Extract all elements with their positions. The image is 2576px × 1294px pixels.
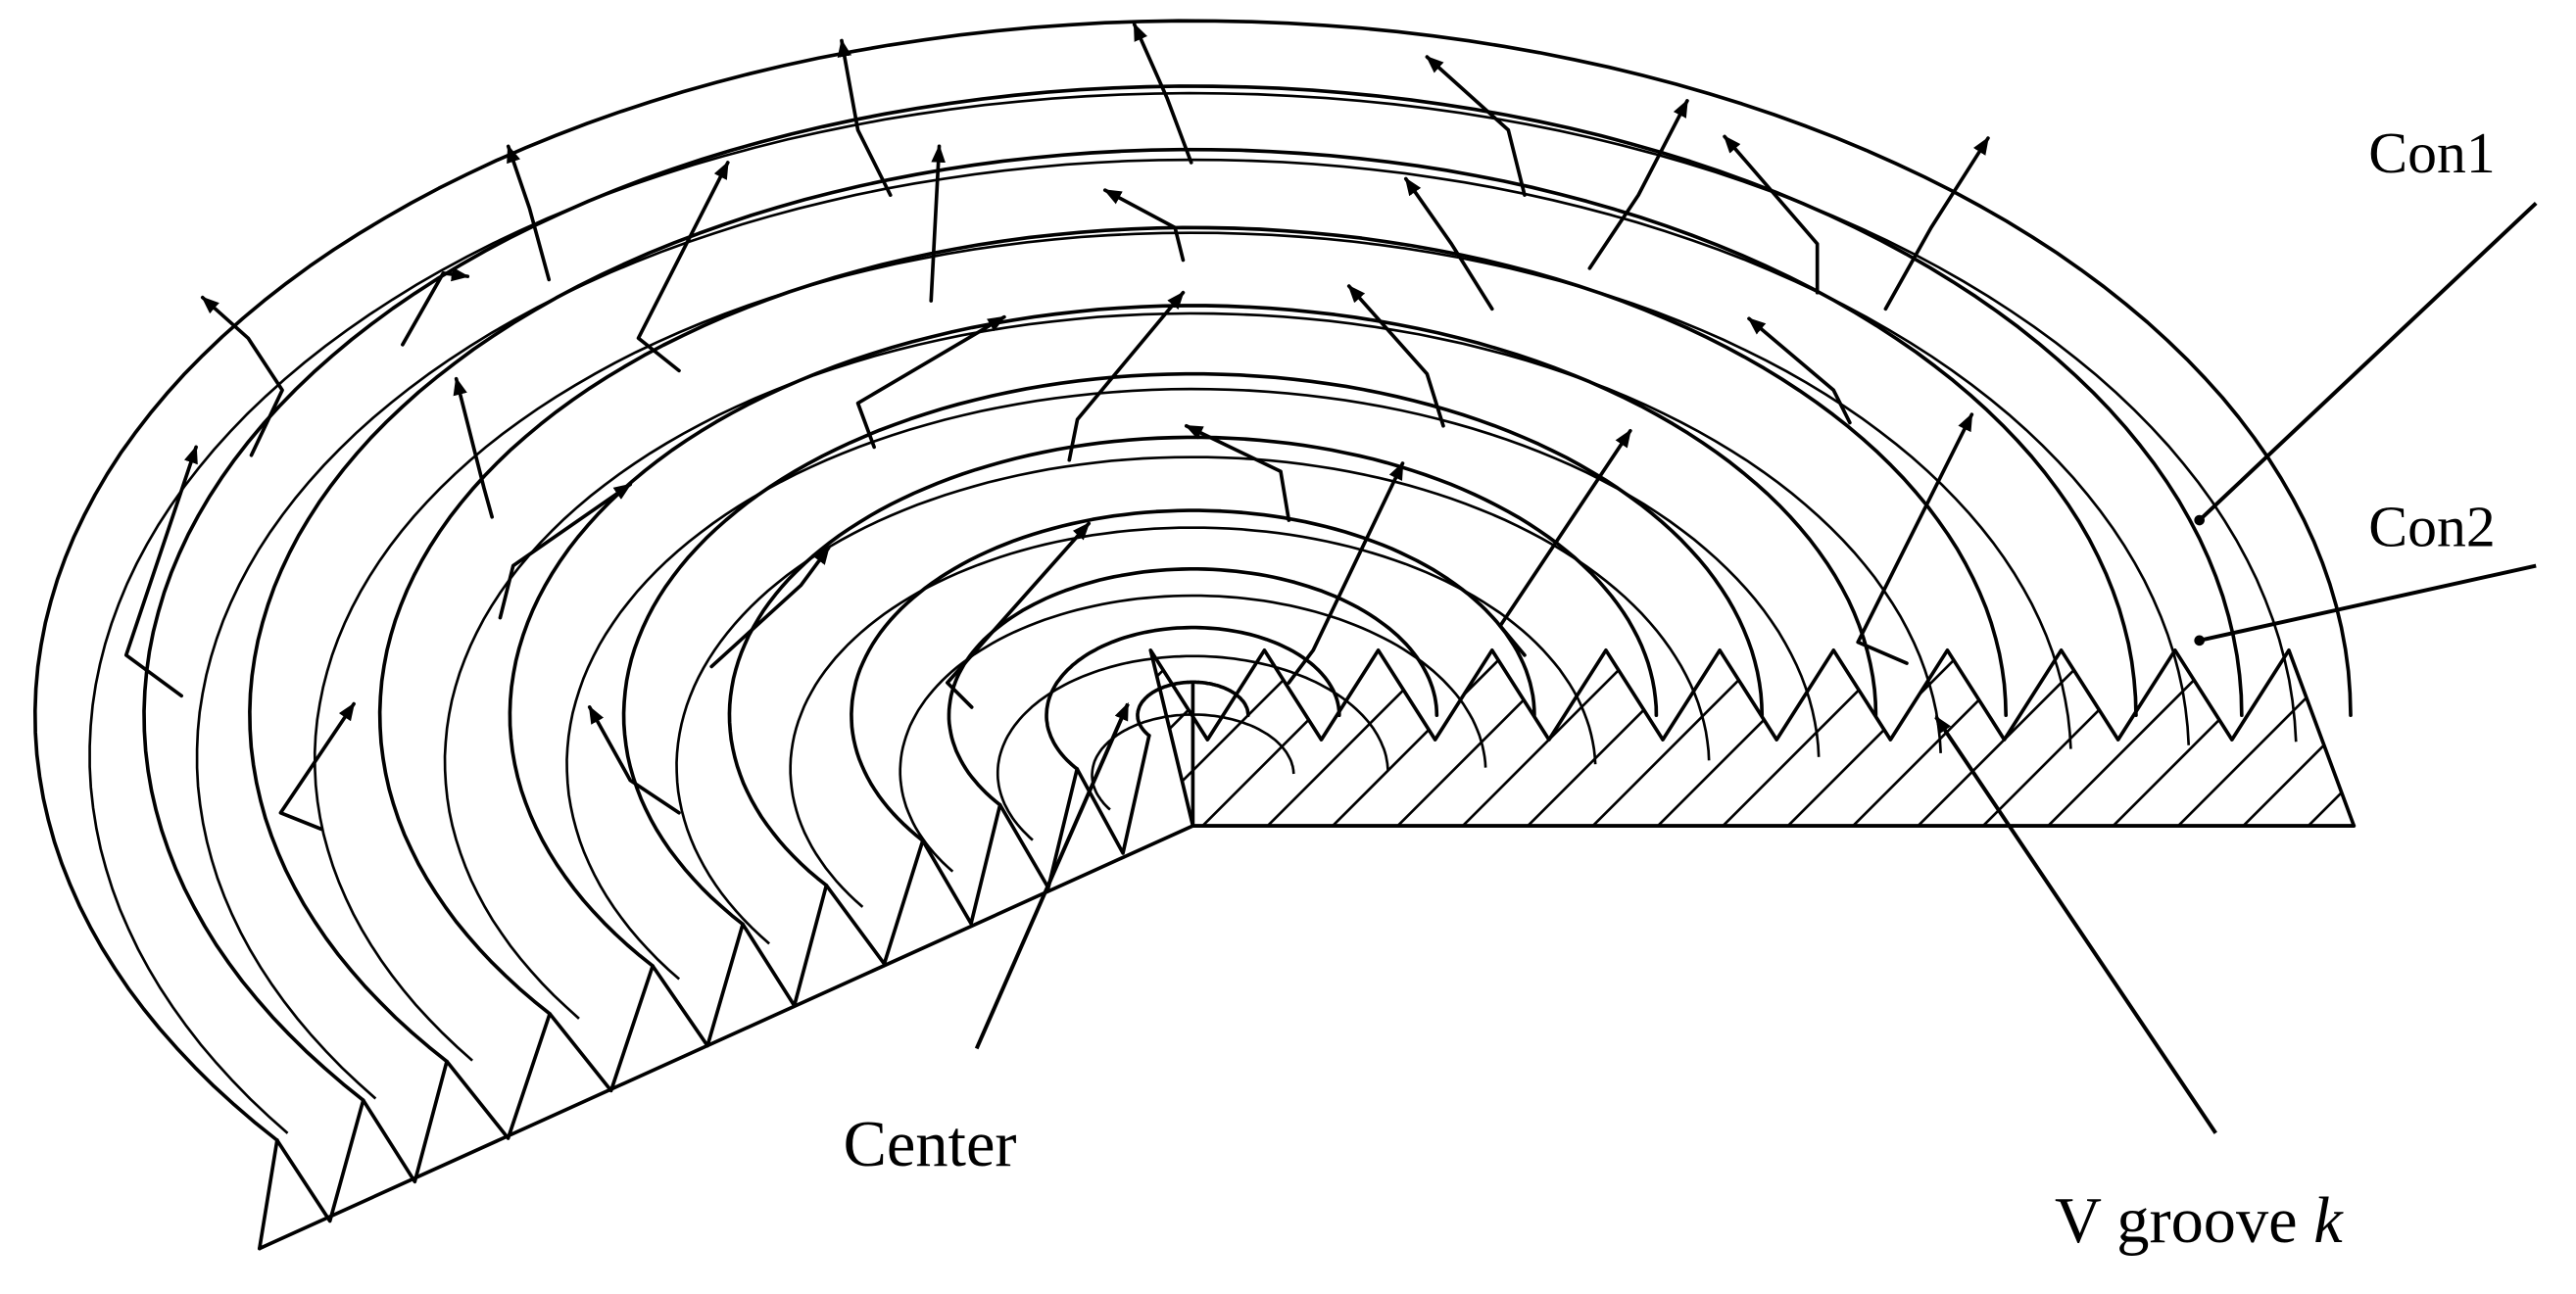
groove-bottom-arc [996, 654, 1389, 841]
con1-leader-line [2198, 201, 2538, 522]
reflection-ray [1184, 423, 1291, 522]
groove-bottom-arc [313, 231, 2072, 1062]
reflection-ray [506, 144, 552, 282]
hatch-line [1182, 649, 1396, 827]
reflection-ray [1747, 316, 1852, 425]
reflection-ray [1346, 284, 1445, 428]
outer-rim-line [258, 1138, 279, 1251]
groove-bottom-arc [443, 312, 1942, 1020]
hatch-line [2158, 649, 2355, 827]
reflection-ray [1425, 55, 1527, 197]
reflection-ray [453, 376, 494, 519]
reflection-ray [1102, 188, 1186, 263]
hatch-line [1150, 649, 1200, 827]
reflection-ray [1498, 428, 1632, 657]
center-leader-line [974, 701, 1130, 1050]
ring-back-edges [88, 91, 2298, 1134]
con2-leader-line [2199, 563, 2537, 643]
groove-bottom-arc [195, 158, 2191, 1100]
cross-section-hatching [1150, 634, 2576, 845]
hatch-line [1572, 649, 1786, 827]
reflection-ray [855, 314, 1006, 450]
reflection-ray [498, 482, 633, 620]
reflection-ray-arrows [123, 23, 1990, 832]
reflection-ray [709, 546, 831, 669]
reflection-ray [1723, 134, 1820, 295]
ring-crest-arc [508, 304, 1878, 968]
cross-section-outline [1148, 647, 2357, 828]
reflection-ray [636, 161, 730, 373]
hatch-line [2484, 634, 2576, 845]
hatch-line [2222, 649, 2355, 827]
reflection-ray [1067, 290, 1186, 462]
reflection-ray [837, 38, 893, 197]
reflection-ray [1587, 99, 1689, 270]
hatch-line [2549, 634, 2576, 845]
reflection-ray [200, 295, 284, 457]
v-groove-label: V groove k [2055, 1185, 2344, 1257]
ring-crest-arc [1045, 625, 1341, 771]
base-edge-line [258, 824, 1195, 1251]
v-groove-label-text: V groove [2055, 1185, 2313, 1257]
reflection-ray [401, 266, 470, 347]
ring-crest-arc [32, 19, 2353, 1142]
v-groove-label-variable: k [2313, 1185, 2344, 1257]
hatch-line [2288, 649, 2355, 827]
ring-crest-arc [377, 225, 2009, 1016]
ring-crest-arc [621, 371, 1765, 927]
con1-label: Con1 [2368, 120, 2495, 185]
con1-pointer-dot [2194, 514, 2205, 526]
hatch-line [2092, 649, 2307, 827]
hatch-line [2419, 634, 2576, 845]
reflection-ray [1132, 23, 1193, 165]
hatch-line [1767, 649, 1981, 827]
sector-cut-edges [258, 681, 2357, 1251]
center-label: Center [844, 1109, 1017, 1180]
ring-crest-arc [727, 435, 1659, 887]
ring-crest-arc [142, 84, 2244, 1103]
reflection-ray [1883, 136, 1990, 312]
ring-crest-arc [1136, 680, 1250, 738]
groove-bottom-arc [899, 594, 1487, 873]
con2-pointer-dot [2194, 635, 2205, 647]
reflection-ray [929, 144, 946, 303]
reflection-ray [278, 701, 356, 832]
concentric-groove-rings [32, 19, 2353, 1142]
groove-bottom-arc [675, 455, 1711, 945]
reflection-ray [1856, 412, 1974, 665]
reflection-ray [587, 705, 681, 815]
groove-bottom-arc [789, 526, 1597, 908]
reflection-ray [1287, 461, 1405, 685]
left-sector-teeth [274, 734, 1151, 1223]
groove-bottom-arc [565, 387, 1821, 981]
groove-bottom-arc [1091, 713, 1295, 811]
ring-crest-arc [248, 147, 2138, 1064]
hatch-line [1702, 649, 1917, 827]
ring-crest-arc [947, 567, 1439, 807]
reflection-ray [123, 445, 198, 698]
hatch-line [2353, 649, 2355, 827]
hatch-line [2027, 649, 2242, 827]
reflection-ray [945, 521, 1092, 709]
con2-label: Con2 [2368, 495, 2495, 559]
reflection-ray [1403, 176, 1494, 312]
groove-bottom-arc [88, 91, 2298, 1134]
v-groove-leader-line [1934, 715, 2217, 1134]
hatch-line [1312, 649, 1526, 827]
